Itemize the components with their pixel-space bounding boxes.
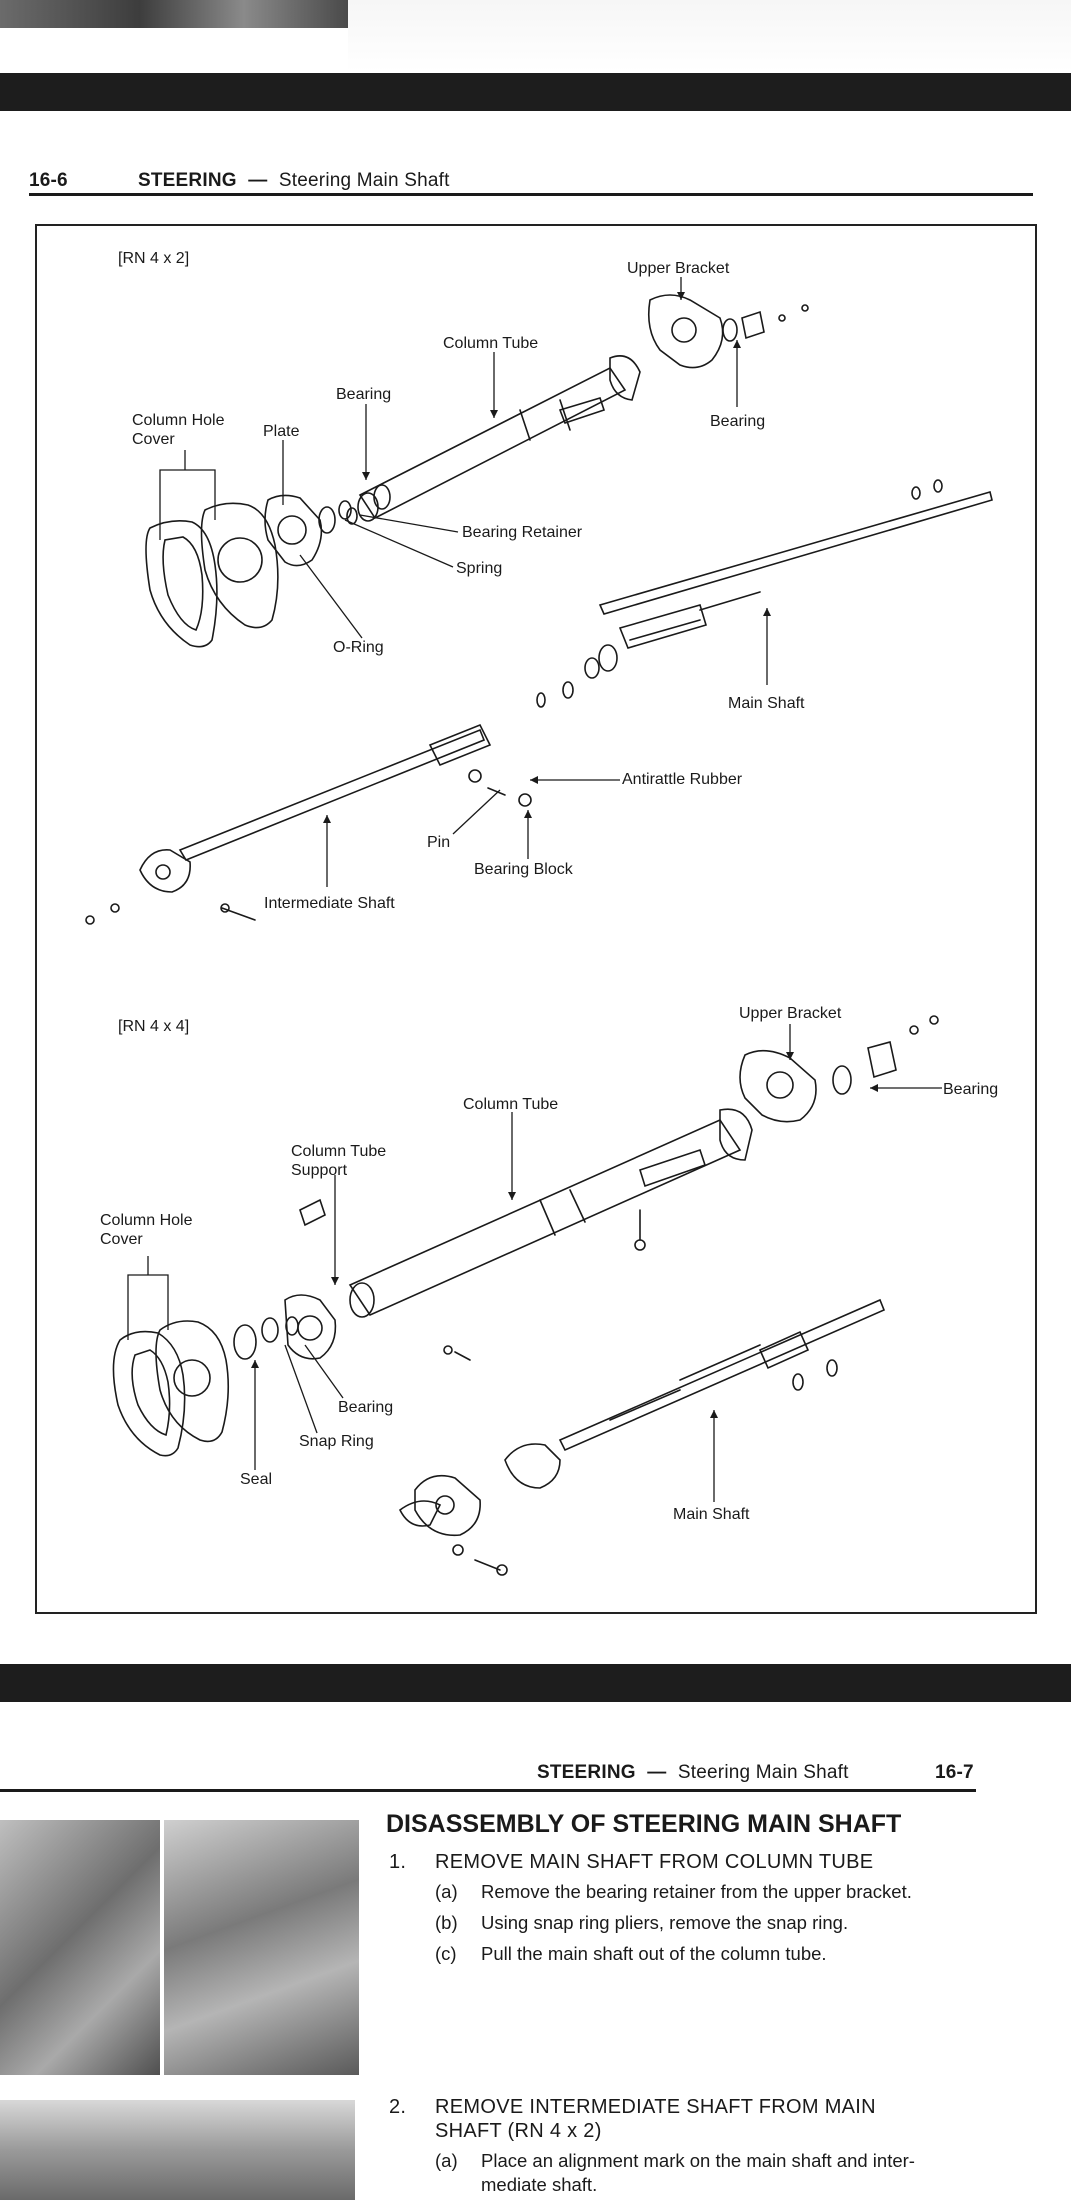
label-column-tube-support-line1: Column Tube <box>291 1143 387 1160</box>
label-bearing-retainer: Bearing Retainer <box>462 524 583 541</box>
column-tube-rn4x4 <box>348 1118 742 1317</box>
label-bearing-rn4x4-bottom: Bearing <box>338 1399 394 1416</box>
label-antirattle-rubber: Antirattle Rubber <box>622 771 743 788</box>
plate-part <box>264 494 323 567</box>
label-pin: Pin <box>427 834 451 851</box>
previous-page-margin <box>348 0 1071 72</box>
column-hole-cover-gasket <box>145 520 218 648</box>
header-dash-right: — <box>647 1762 667 1783</box>
step-1b-text: Using snap ring pliers, remove the snap … <box>481 1912 849 1933</box>
step-2a-text-line2: mediate shaft. <box>481 2174 598 2195</box>
label-column-hole-cover-rn4x4-line2: Cover <box>100 1231 143 1248</box>
step-2-title-line2: SHAFT (RN 4 x 2) <box>435 2120 602 2142</box>
header-dash: — <box>248 170 268 191</box>
page-separator-band <box>0 73 1071 111</box>
page-number-left: 16-6 <box>29 170 68 191</box>
exploded-diagram-frame <box>35 224 1037 1614</box>
diagram-tag-rn4x2: [RN 4 x 2] <box>118 250 190 267</box>
column-tube-rn4x2 <box>358 366 627 520</box>
step-2-title-line1: REMOVE INTERMEDIATE SHAFT FROM MAIN <box>435 2096 876 2118</box>
step-2a-text-line1: Place an alignment mark on the main shaf… <box>481 2150 915 2171</box>
label-o-ring: O-Ring <box>333 639 384 656</box>
procedure-photo-1 <box>0 1820 160 2075</box>
label-bearing-upper: Bearing <box>710 413 766 430</box>
page-separator-band-2 <box>0 1664 1071 1702</box>
label-plate: Plate <box>263 423 300 440</box>
column-hole-cover-plate <box>200 502 279 629</box>
diagram-tag-rn4x4: [RN 4 x 4] <box>118 1018 190 1035</box>
intermediate-shaft-rn4x2 <box>178 728 486 861</box>
main-shaft-rn4x4 <box>558 1298 886 1452</box>
label-main-shaft: Main Shaft <box>728 695 805 712</box>
main-shaft-rn4x2 <box>598 491 993 615</box>
step-1c-text: Pull the main shaft out of the column tu… <box>481 1943 827 1964</box>
step-1c-letter: (c) <box>435 1943 457 1964</box>
step-1-number: 1. <box>389 1851 407 1873</box>
page-header-left: STEERING — Steering Main Shaft <box>138 170 450 192</box>
step-2-number: 2. <box>389 2096 407 2118</box>
page-number-right: 16-7 <box>935 1762 974 1783</box>
label-main-shaft-rn4x4: Main Shaft <box>673 1506 750 1523</box>
header-subsection-right: Steering Main Shaft <box>677 1762 849 1783</box>
page-header-right: STEERING — Steering Main Shaft <box>537 1762 849 1784</box>
header-subsection: Steering Main Shaft <box>278 170 450 191</box>
label-bearing-block: Bearing Block <box>474 861 573 878</box>
label-bearing: Bearing <box>336 386 392 403</box>
step-1a-text: Remove the bearing retainer from the upp… <box>481 1881 912 1902</box>
label-spring: Spring <box>456 560 503 577</box>
procedure-photo-3 <box>0 2100 355 2200</box>
label-column-tube-rn4x4: Column Tube <box>463 1096 559 1113</box>
label-upper-bracket-rn4x4: Upper Bracket <box>739 1005 842 1022</box>
label-intermediate-shaft: Intermediate Shaft <box>264 895 395 912</box>
header-section: STEERING <box>138 170 237 191</box>
label-column-tube: Column Tube <box>443 335 539 352</box>
previous-page-photo-strip <box>0 0 348 28</box>
header-section-right: STEERING <box>537 1762 636 1783</box>
step-2a-letter: (a) <box>435 2150 458 2171</box>
label-column-hole-cover-line1: Column Hole <box>132 412 225 429</box>
label-column-tube-support-line2: Support <box>291 1162 348 1179</box>
section-title: DISASSEMBLY OF STEERING MAIN SHAFT <box>386 1810 902 1838</box>
label-column-hole-cover-rn4x4-line1: Column Hole <box>100 1212 193 1229</box>
header-rule-right <box>0 1789 976 1792</box>
step-1a-letter: (a) <box>435 1881 458 1902</box>
procedure-photo-2 <box>164 1820 359 2075</box>
label-column-hole-cover-line2: Cover <box>132 431 175 448</box>
upper-bracket-part-rn4x4 <box>739 1049 817 1123</box>
label-snap-ring: Snap Ring <box>299 1433 374 1450</box>
label-bearing-rn4x4-right: Bearing <box>943 1081 999 1098</box>
label-upper-bracket: Upper Bracket <box>627 260 730 277</box>
step-1b-letter: (b) <box>435 1912 458 1933</box>
header-rule <box>29 193 1033 196</box>
step-1-title: REMOVE MAIN SHAFT FROM COLUMN TUBE <box>435 1851 874 1873</box>
upper-bracket-part <box>647 294 724 369</box>
label-seal: Seal <box>240 1471 273 1488</box>
